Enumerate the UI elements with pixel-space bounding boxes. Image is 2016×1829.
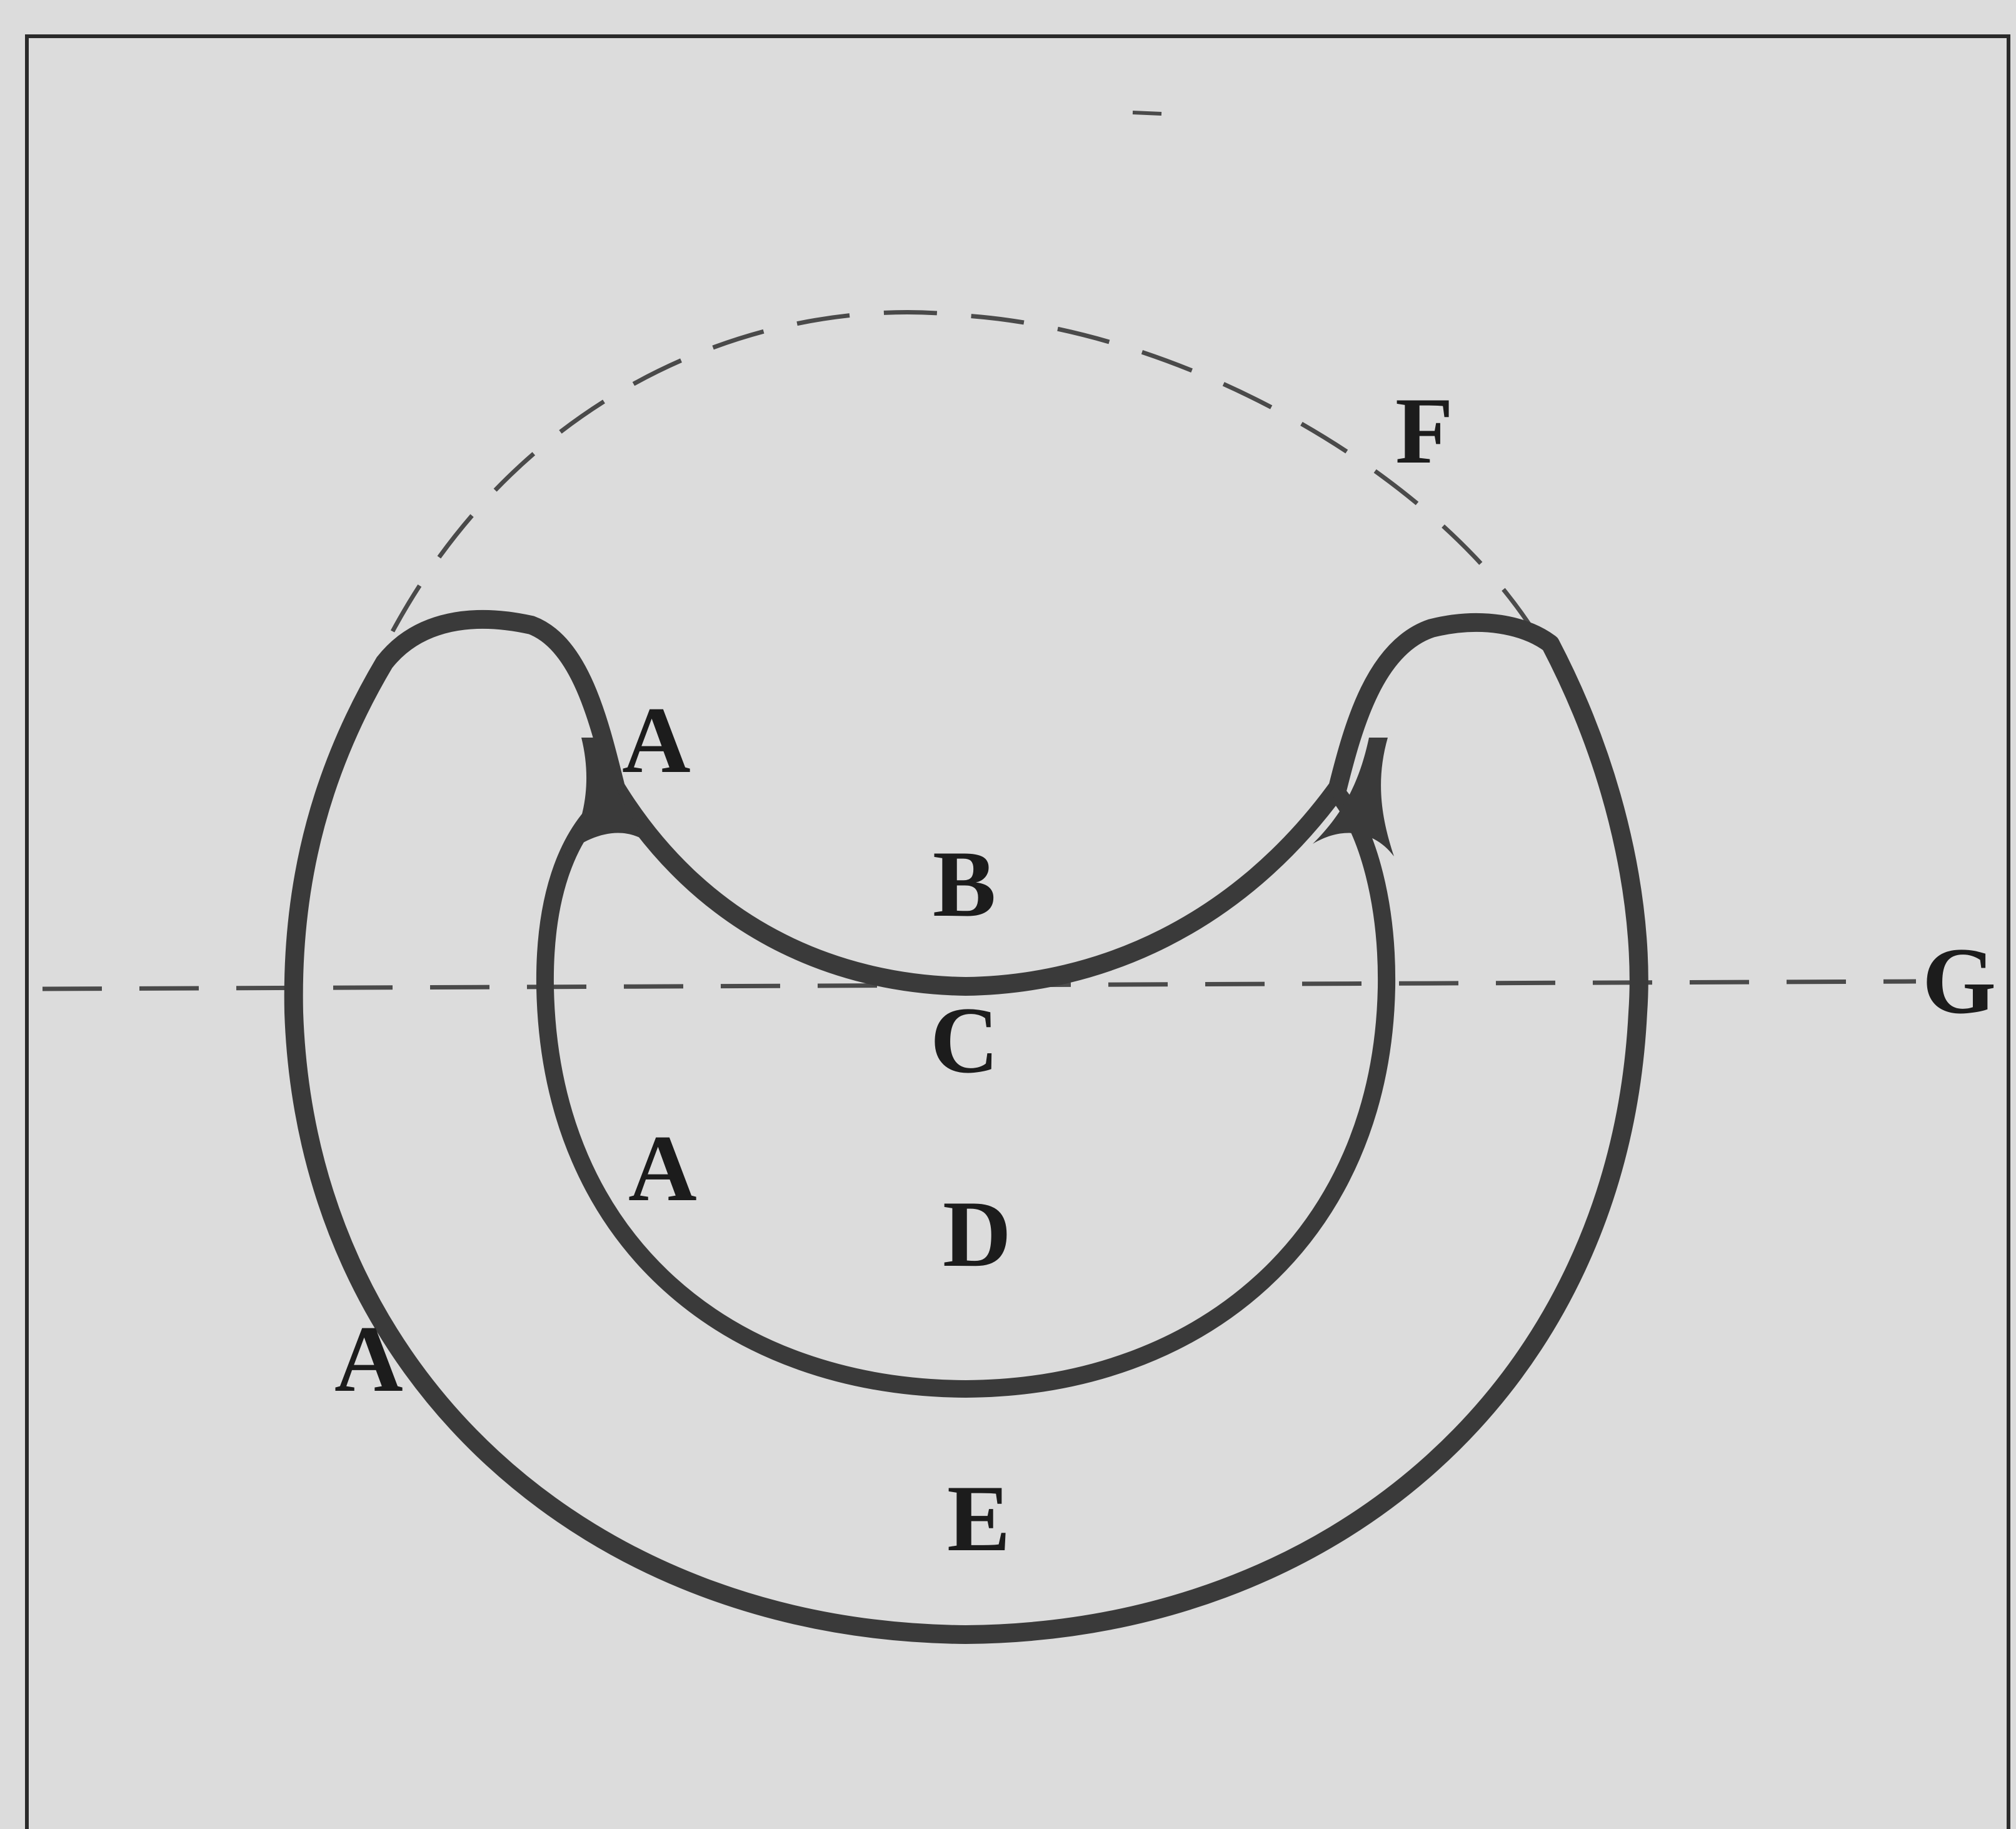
label-b: B [933,831,996,936]
frame-border [27,36,2008,1829]
label-a-middle: A [628,1116,697,1221]
label-c: C [930,988,999,1093]
label-f: F [1395,378,1453,483]
dashed-arc-f [393,313,1538,638]
stray-mark [1133,113,1161,114]
label-g: G [1922,928,1996,1033]
label-a-lower: A [334,1306,403,1411]
label-a-upper: A [622,688,691,793]
label-e: E [947,1466,1010,1571]
label-d: D [943,1181,1011,1286]
